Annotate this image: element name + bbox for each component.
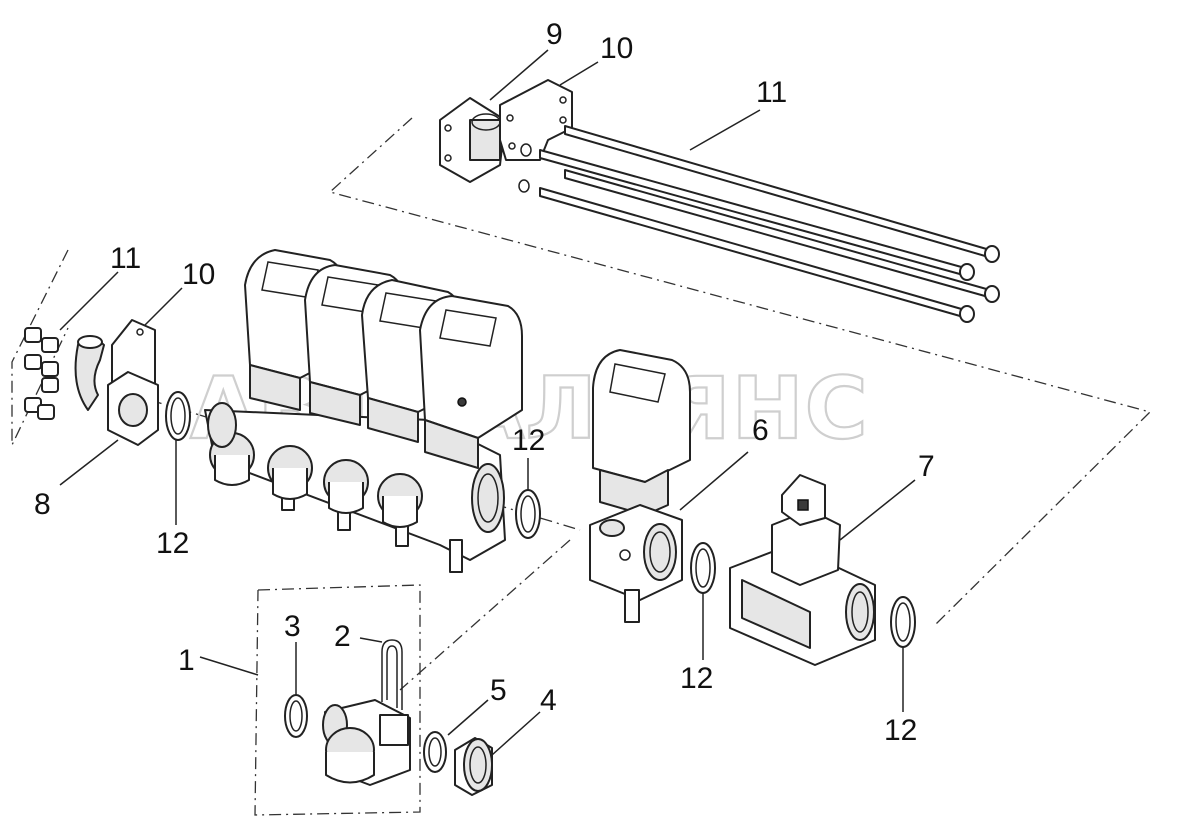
callout-10-top: 10 <box>600 32 633 65</box>
tie-rod <box>539 187 975 323</box>
callout-9: 9 <box>546 18 563 51</box>
tie-rod <box>564 169 1000 303</box>
part-7-valve-body <box>729 474 876 666</box>
part-1-outlet-assembly <box>322 699 411 786</box>
leader-lines <box>59 49 916 756</box>
callout-6: 6 <box>752 414 769 447</box>
callout-8: 8 <box>34 488 51 521</box>
callout-7: 7 <box>918 450 935 483</box>
part-11-tie-rods <box>539 125 1000 323</box>
callout-1: 1 <box>178 644 195 677</box>
motor-housing <box>419 295 523 469</box>
callout-11-left: 11 <box>110 242 141 275</box>
outlet-cap <box>377 473 463 573</box>
part-2-clip <box>381 639 403 710</box>
callout-labels: 9 10 11 11 10 8 12 12 6 7 12 12 1 2 3 5 … <box>34 18 935 747</box>
main-valve-block <box>204 249 523 573</box>
outlet-cap <box>267 445 351 531</box>
callout-12-mid: 12 <box>512 424 545 457</box>
part-12-o-rings <box>165 391 916 648</box>
callout-5: 5 <box>490 674 507 707</box>
part-10-bracket-top <box>499 79 573 193</box>
callout-3: 3 <box>284 610 301 643</box>
callout-10-left: 10 <box>182 258 215 291</box>
callout-11-top: 11 <box>756 76 787 109</box>
part-5-o-ring <box>423 731 447 773</box>
part-11-nuts <box>24 327 59 420</box>
callout-4: 4 <box>540 684 557 717</box>
part-4-plug <box>454 737 493 796</box>
assembly-axis-lines <box>11 117 1152 816</box>
callout-12-left: 12 <box>156 527 189 560</box>
part-6-single-valve <box>589 349 691 623</box>
tie-rod <box>539 149 975 281</box>
outlet-cap <box>323 459 409 547</box>
part-9-flange <box>439 97 506 183</box>
part-8-elbow-flange <box>74 335 159 446</box>
tie-rod <box>564 125 1000 263</box>
callout-12-far: 12 <box>884 714 917 747</box>
callout-2: 2 <box>334 620 351 653</box>
callout-12-right: 12 <box>680 662 713 695</box>
part-3-o-ring <box>284 694 308 738</box>
